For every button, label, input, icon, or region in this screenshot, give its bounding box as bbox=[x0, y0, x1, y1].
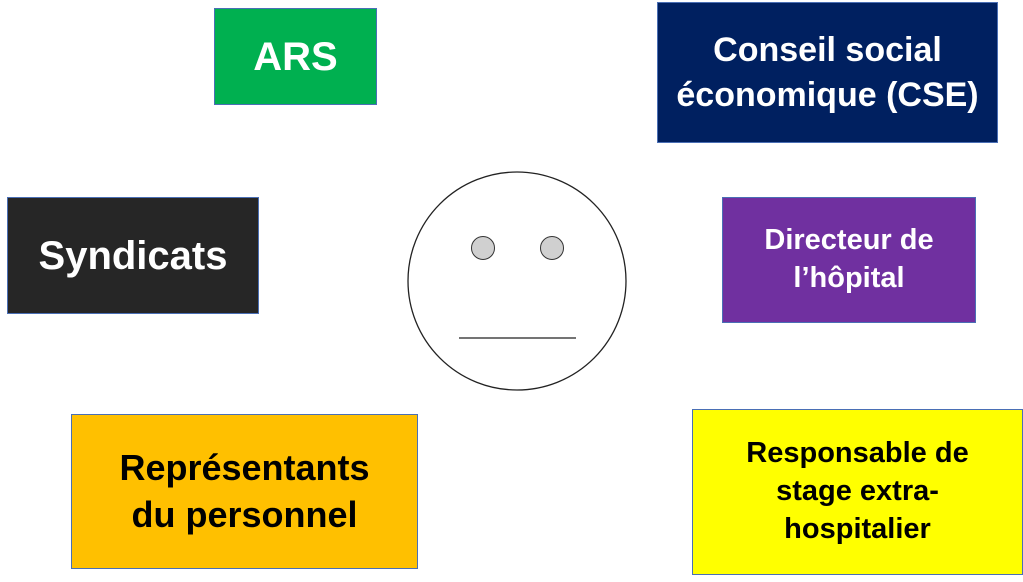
representants-box: Représentants du personnel bbox=[71, 414, 418, 569]
right-eye bbox=[540, 236, 564, 260]
responsable-label: Responsable de stage extra- hospitalier bbox=[746, 437, 969, 545]
cse-box: Conseil social économique (CSE) bbox=[657, 2, 998, 143]
responsable-box: Responsable de stage extra- hospitalier bbox=[692, 409, 1023, 575]
ars-label: ARS bbox=[253, 34, 338, 79]
directeur-box: Directeur de l’hôpital bbox=[722, 197, 976, 323]
syndicats-label: Syndicats bbox=[38, 233, 228, 278]
ars-box: ARS bbox=[214, 8, 377, 105]
syndicats-box: Syndicats bbox=[7, 197, 259, 314]
directeur-label: Directeur de l’hôpital bbox=[764, 224, 934, 294]
representants-label: Représentants du personnel bbox=[119, 446, 370, 535]
face-outline bbox=[407, 171, 627, 391]
left-eye bbox=[471, 236, 495, 260]
cse-label: Conseil social économique (CSE) bbox=[676, 31, 979, 114]
